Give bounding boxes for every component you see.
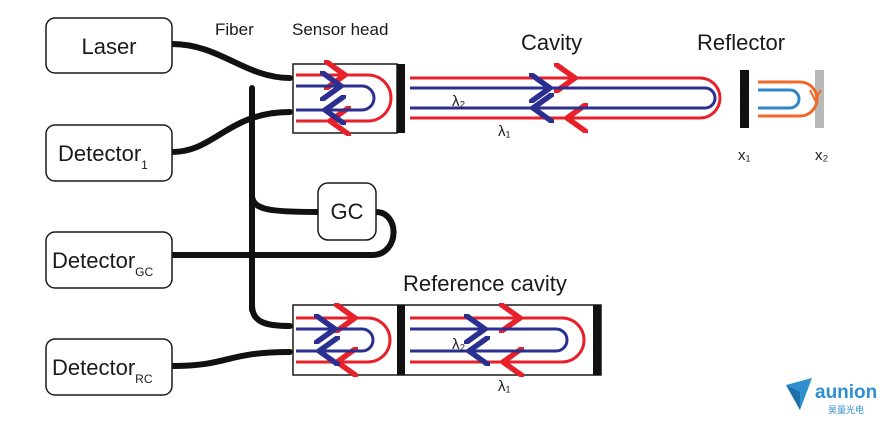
sensor-head-label: Sensor head	[292, 20, 388, 39]
top-cavity-beams	[410, 76, 722, 120]
fiber-ref-head	[249, 302, 293, 329]
cavity-blue-beam	[410, 86, 717, 110]
cavity-red-beam	[410, 76, 722, 120]
fiber-label: Fiber	[215, 20, 254, 39]
logo-name: aunion	[815, 382, 877, 403]
cavity-label: Cavity	[521, 30, 582, 55]
detector-rc-label: DetectorRC	[52, 355, 153, 386]
fiber-detector-gc	[169, 209, 397, 258]
ref-cavity-blue-beam	[410, 327, 569, 353]
reflector-plate-x2	[815, 70, 824, 128]
fiber-detector-rc	[169, 349, 293, 369]
fiber-network	[169, 41, 397, 369]
reference-cavity	[292, 305, 602, 375]
reflector-orange-beam	[758, 80, 819, 118]
fiber-gc-branch	[249, 192, 321, 215]
lambda1-top-label: λ₁	[498, 123, 511, 140]
gc-box: GC	[317, 182, 377, 241]
x2-label: x₂	[815, 147, 829, 164]
reference-cavity-label: Reference cavity	[403, 271, 567, 296]
detector1-box: Detector1	[45, 124, 173, 182]
detector-gc-box: DetectorGC	[45, 231, 173, 289]
aunion-logo: aunion 昊量光电	[786, 378, 877, 416]
head-blue-loop	[296, 84, 376, 112]
laser-box: Laser	[45, 17, 173, 74]
detector1-label: Detector1	[58, 141, 148, 172]
detector-gc-label: DetectorGC	[52, 248, 153, 279]
top-sensor-head	[292, 64, 405, 133]
reflector-plate-x1	[740, 70, 749, 128]
lambda1-bottom-label: λ₁	[498, 378, 511, 395]
laser-label: Laser	[81, 34, 136, 59]
ref-head-blue-loop	[296, 327, 375, 353]
head-red-loop	[296, 73, 393, 123]
lambda2-top-label: λ₂	[452, 93, 466, 110]
x1-label: x₁	[738, 147, 751, 164]
detector-rc-box: DetectorRC	[45, 338, 173, 396]
lambda2-bottom-label: λ₂	[452, 336, 466, 353]
gc-label: GC	[331, 199, 364, 224]
ref-cavity-red-beam	[410, 316, 586, 364]
logo-subtitle: 昊量光电	[828, 404, 864, 416]
fiber-laser	[169, 41, 293, 81]
ref-head-red-loop	[296, 316, 392, 364]
reflector	[740, 70, 824, 128]
reflector-blue-beam	[758, 88, 801, 110]
fiber-detector1	[169, 109, 293, 155]
reflector-label: Reflector	[697, 30, 785, 55]
